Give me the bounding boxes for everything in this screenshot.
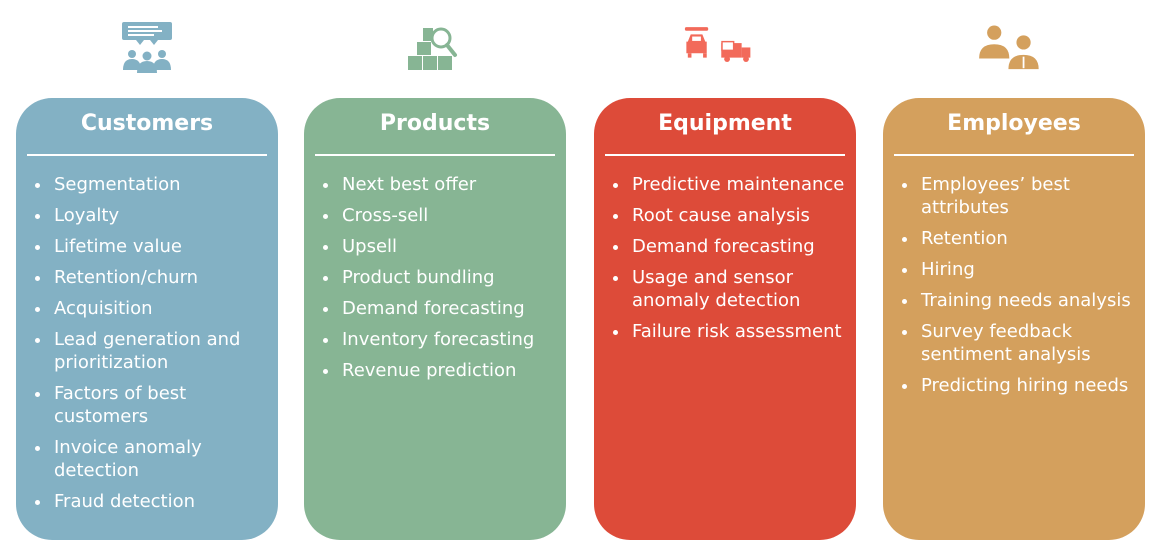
- list-item: Employees’ best attributes: [902, 173, 1145, 219]
- employees-icon: [979, 25, 1039, 70]
- list-item: Fraud detection: [35, 490, 278, 513]
- list-item: Cross-sell: [323, 204, 566, 227]
- list-item: Hiring: [902, 258, 1145, 281]
- list-item: Inventory forecasting: [323, 328, 566, 351]
- card-title: Customers: [80, 111, 214, 136]
- list-item: Next best offer: [323, 173, 566, 196]
- list-item: Product bundling: [323, 266, 566, 289]
- list-item: Segmentation: [35, 173, 278, 196]
- list-item: Usage and sensor anomaly detection: [613, 266, 856, 312]
- list-item: Factors of best customers: [35, 382, 278, 428]
- list-item: Predictive maintenance: [613, 173, 856, 196]
- list-item: Lifetime value: [35, 235, 278, 258]
- card-title: Employees: [947, 111, 1081, 136]
- list-item: Failure risk assessment: [613, 320, 856, 343]
- list-item: Invoice anomaly detection: [35, 436, 278, 482]
- vehicles-wrench-icon: [684, 27, 751, 62]
- list-item: Survey feedback sentiment analysis: [902, 320, 1145, 366]
- list-item: Root cause analysis: [613, 204, 856, 227]
- list-item: Predicting hiring needs: [902, 374, 1145, 397]
- list-item: Demand forecasting: [613, 235, 856, 258]
- list-item: Lead generation and prioritization: [35, 328, 278, 374]
- list-item: Demand forecasting: [323, 297, 566, 320]
- divider: [605, 154, 845, 156]
- list-item: Retention: [902, 227, 1145, 250]
- list-item: Training needs analysis: [902, 289, 1145, 312]
- boxes-magnifier-icon: [408, 27, 457, 70]
- list-item: Revenue prediction: [323, 359, 566, 382]
- list-item: Upsell: [323, 235, 566, 258]
- card-title: Equipment: [658, 111, 792, 136]
- list-item: Acquisition: [35, 297, 278, 320]
- list-item: Retention/churn: [35, 266, 278, 289]
- divider: [315, 154, 555, 156]
- divider: [27, 154, 267, 156]
- divider: [894, 154, 1134, 156]
- card-title: Products: [379, 111, 491, 136]
- list-item: Loyalty: [35, 204, 278, 227]
- audience-feedback-icon: [122, 22, 172, 73]
